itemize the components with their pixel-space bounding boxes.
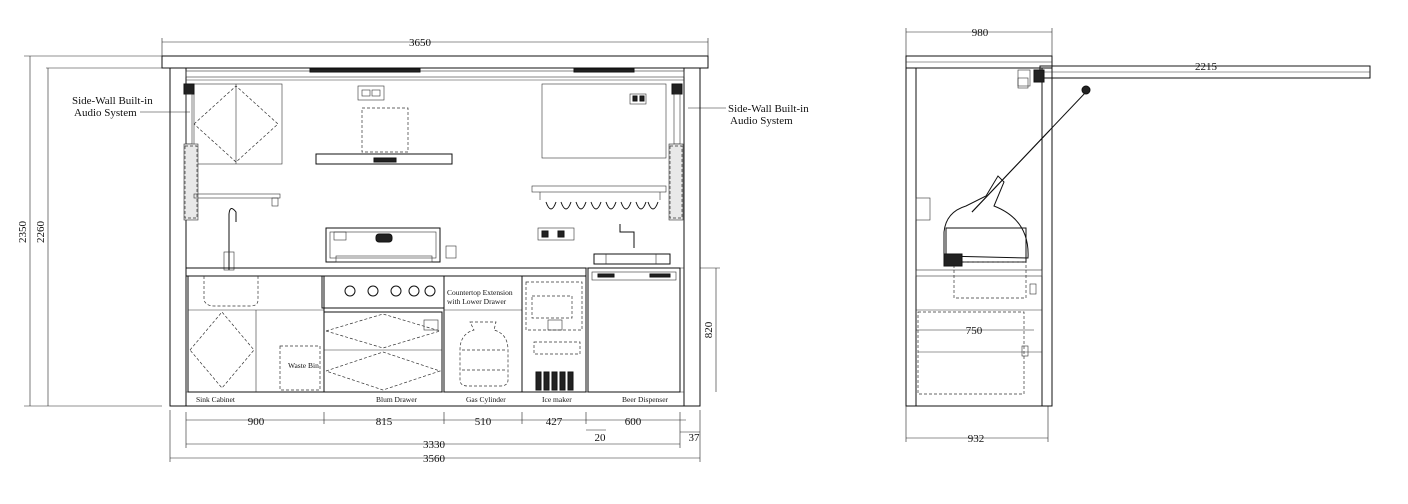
upper-right-cabinet (541, 83, 667, 159)
label-audio-left-1: Side-Wall Built-in (72, 95, 153, 107)
dim-top-width: 3650 (409, 37, 432, 49)
countertop (185, 267, 587, 277)
gas-cylinder-compartment (443, 275, 523, 393)
dim-base-depth: 932 (968, 433, 985, 445)
side-grill (943, 175, 1037, 299)
dim-roof-depth: 980 (972, 27, 989, 39)
beer-dispenser (587, 267, 681, 393)
upper-left-cabinet (193, 83, 283, 165)
dim-beer-dispenser: 600 (625, 416, 642, 428)
front-view (24, 38, 726, 462)
side-countertop (915, 269, 1043, 277)
dim-overall-width: 3560 (423, 453, 446, 465)
dim-sink-cabinet: 900 (248, 416, 265, 428)
side-view (905, 28, 1371, 442)
front-labels: 3650 2350 2260 820 900 815 510 427 600 2… (17, 37, 809, 465)
label-countertop-ext-1: Countertop Extension (447, 288, 513, 297)
side-back-wall (905, 67, 917, 407)
blum-drawer (323, 311, 443, 393)
speaker-right-icon (668, 83, 684, 221)
dim-blum-drawer: 815 (376, 416, 393, 428)
label-beer-dispenser: Beer Dispenser (622, 395, 669, 404)
dim-extension: 2215 (1195, 61, 1218, 73)
label-blum-drawer: Blum Drawer (376, 395, 418, 404)
sink-cabinet (187, 275, 325, 393)
dim-right-37: 37 (689, 432, 701, 444)
dim-gas-cylinder: 510 (475, 416, 492, 428)
range-hood (315, 85, 453, 165)
label-audio-right-1: Side-Wall Built-in (728, 103, 809, 115)
front-dimensions (24, 38, 720, 462)
gas-strut-icon (971, 85, 1091, 213)
right-wall (683, 67, 701, 407)
label-ice-maker: Ice maker (542, 395, 572, 404)
side-labels: 980 2215 750 932 (966, 27, 1218, 445)
label-audio-left-2: Audio System (74, 107, 137, 119)
label-sink-cabinet: Sink Cabinet (196, 395, 236, 404)
wall-shelf (193, 193, 281, 199)
ice-maker (521, 275, 587, 393)
roof-slab (161, 55, 709, 69)
dim-inner-height: 2260 (35, 221, 47, 244)
bbq-grill (321, 227, 457, 309)
label-countertop-ext-2: with Lower Drawer (447, 297, 507, 306)
dim-total-height: 2350 (17, 221, 29, 244)
beer-tap-icon (593, 224, 671, 265)
power-outlet-icon (537, 227, 575, 241)
label-waste-bin: Waste Bin (288, 361, 319, 370)
dim-ice-maker: 427 (546, 416, 563, 428)
top-rail (185, 70, 685, 78)
dim-counter-depth: 750 (966, 325, 983, 337)
side-front-post (1041, 67, 1053, 407)
dim-gap-20: 20 (595, 432, 607, 444)
dim-counter-height: 820 (703, 321, 715, 338)
glass-rack (531, 185, 667, 210)
label-gas-cylinder: Gas Cylinder (466, 395, 506, 404)
left-wall (169, 67, 187, 407)
dim-inner-width: 3330 (423, 439, 446, 451)
faucet-icon (223, 208, 237, 271)
label-audio-right-2: Audio System (730, 115, 793, 127)
speaker-left-icon (183, 83, 199, 221)
